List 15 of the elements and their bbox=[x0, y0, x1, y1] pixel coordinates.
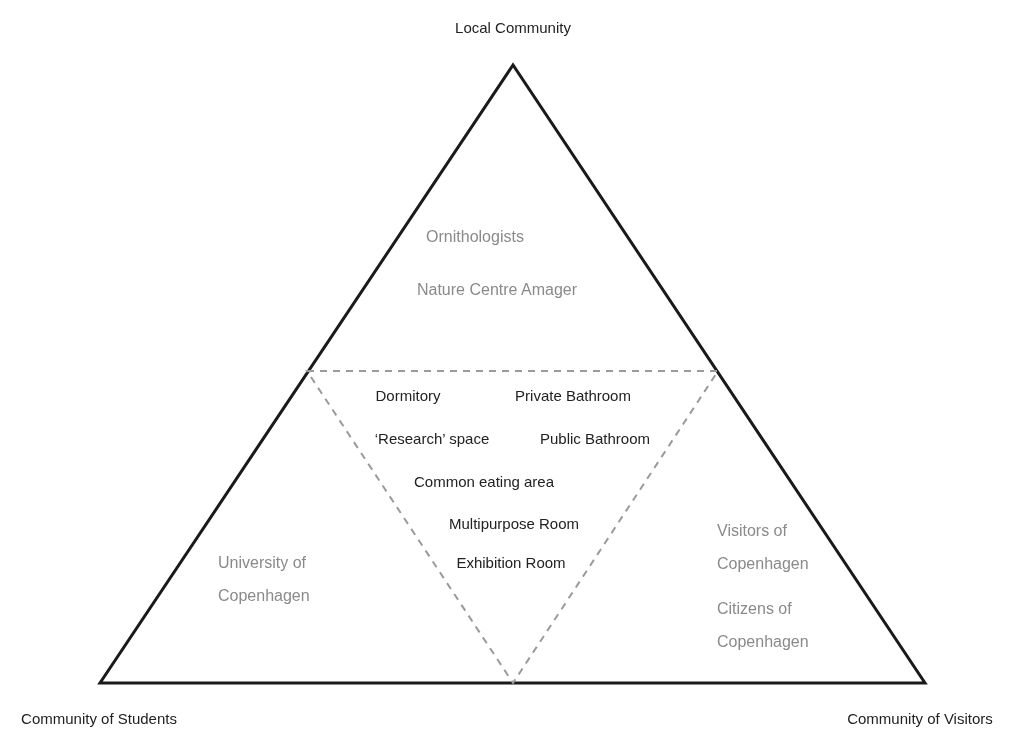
stakeholder-label: University of Copenhagen bbox=[218, 553, 311, 606]
room-label: Dormitory bbox=[375, 387, 441, 405]
corner-label: Community of Students bbox=[21, 709, 177, 727]
stakeholder-label: Nature Centre Amager bbox=[416, 280, 578, 300]
stakeholder-label: Citizens of Copenhagen bbox=[717, 599, 810, 652]
room-label: Common eating area bbox=[413, 473, 555, 491]
stakeholder-label: Ornithologists bbox=[426, 227, 524, 247]
corner-label: Local Community bbox=[455, 18, 571, 36]
stakeholder-label: Visitors of Copenhagen bbox=[717, 521, 810, 574]
room-label: Public Bathroom bbox=[539, 430, 651, 448]
room-label: ‘Research’ space bbox=[374, 430, 490, 448]
room-label: Private Bathroom bbox=[515, 387, 631, 405]
room-label: Exhibition Room bbox=[456, 554, 566, 572]
corner-label: Community of Visitors bbox=[847, 709, 993, 727]
room-label: Multipurpose Room bbox=[448, 515, 580, 533]
